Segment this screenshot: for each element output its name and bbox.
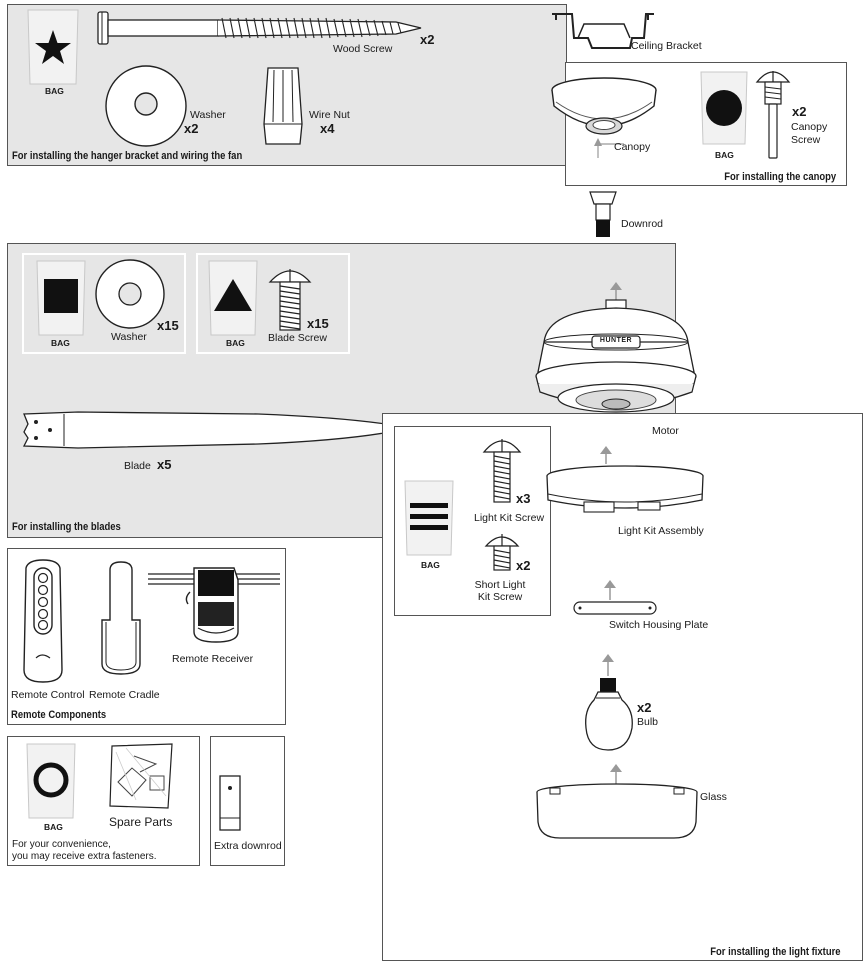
canopy-icon xyxy=(551,77,657,135)
canopy-bag-label: BAG xyxy=(715,150,734,160)
bag-label: BAG xyxy=(45,86,64,96)
blade-washer-qty: x15 xyxy=(157,318,179,333)
canopy-screw-qty: x2 xyxy=(792,104,807,119)
blade-washer-label: Washer xyxy=(111,331,147,343)
hanger-wiring-caption: For installing the hanger bracket and wi… xyxy=(12,150,243,162)
motor-brand-label: HUNTER xyxy=(599,337,633,344)
blades-bag-label-2: BAG xyxy=(226,338,245,348)
blade-screw-icon xyxy=(268,269,312,331)
remote-cradle-icon xyxy=(101,561,141,675)
canopy-caption: For installing the canopy xyxy=(724,171,836,183)
spare-bag-label: BAG xyxy=(44,822,63,832)
canopy-screw-icon xyxy=(755,71,791,159)
light-kit-screw-icon xyxy=(482,439,522,503)
light-kit-screw-label: Light Kit Screw xyxy=(474,512,545,524)
light-kit-screw-qty: x3 xyxy=(516,491,531,506)
ring-bag-icon xyxy=(26,743,76,819)
washer-icon xyxy=(105,65,187,147)
light-kit-assembly-label: Light Kit Assembly xyxy=(618,525,704,537)
blades-bag-label-1: BAG xyxy=(51,338,70,348)
light-kit-assembly-icon xyxy=(546,446,704,513)
blade-screw-group xyxy=(196,253,350,354)
blade-icon xyxy=(22,411,411,449)
blade-label: Blade xyxy=(124,460,151,472)
blade-screw-qty: x15 xyxy=(307,316,329,331)
wire-nut-icon xyxy=(263,67,303,145)
square-bag-icon xyxy=(36,260,86,336)
remote-receiver-label: Remote Receiver xyxy=(172,653,254,665)
remote-control-icon xyxy=(23,559,63,683)
wood-screw-icon xyxy=(97,11,422,45)
remote-cradle-label: Remote Cradle xyxy=(89,689,160,701)
spare-note-line-2: you may receive extra fasteners. xyxy=(12,851,157,862)
ceiling-bracket-icon xyxy=(552,13,654,49)
wood-screw-label: Wood Screw xyxy=(333,43,393,55)
canopy-screw-label-2: Screw xyxy=(791,134,821,146)
bulb-qty: x2 xyxy=(637,700,652,715)
short-light-kit-screw-icon xyxy=(484,534,520,571)
black-circle-bag-icon xyxy=(700,71,748,145)
wire-nut-qty: x4 xyxy=(320,121,335,136)
bulb-label: Bulb xyxy=(637,716,659,728)
switch-housing-plate-icon xyxy=(573,580,657,615)
glass-icon xyxy=(536,764,698,839)
blade-washer-icon xyxy=(95,259,165,329)
remote-components-caption: Remote Components xyxy=(11,709,107,721)
wire-nut-label: Wire Nut xyxy=(309,109,350,121)
short-light-kit-screw-label-2: Kit Screw xyxy=(477,591,523,603)
blade-screw-label: Blade Screw xyxy=(268,332,327,344)
canopy-label: Canopy xyxy=(614,141,651,153)
glass-label: Glass xyxy=(700,791,727,803)
spare-parts-bag-icon xyxy=(109,743,173,809)
motor-icon xyxy=(535,282,697,413)
triangle-bag-icon xyxy=(208,260,258,336)
short-light-kit-screw-qty: x2 xyxy=(516,558,531,573)
ceiling-bracket-label: Ceiling Bracket xyxy=(631,40,702,52)
spare-parts-label: Spare Parts xyxy=(109,815,173,829)
blade-qty: x5 xyxy=(157,457,172,472)
motor-label: Motor xyxy=(652,425,679,437)
star-bag-icon xyxy=(27,9,79,85)
bulb-icon xyxy=(585,654,633,751)
canopy-screw-label-1: Canopy xyxy=(791,121,828,133)
extra-downrod-label: Extra downrod xyxy=(214,840,282,852)
spare-note-line-1: For your convenience, xyxy=(12,839,111,850)
washer-label: Washer xyxy=(190,109,226,121)
downrod-label: Downrod xyxy=(621,218,664,230)
canopy-pointer-arrow xyxy=(594,138,624,158)
washer-qty: x2 xyxy=(184,121,199,136)
downrod-icon xyxy=(589,191,617,237)
extra-downrod-icon xyxy=(219,775,241,831)
short-light-kit-screw-label-1: Short Light xyxy=(474,579,526,591)
light-kit-bag-label: BAG xyxy=(421,560,440,570)
remote-control-label: Remote Control xyxy=(11,689,85,701)
washer-group xyxy=(22,253,186,354)
switch-housing-plate-label: Switch Housing Plate xyxy=(609,619,709,631)
bars-bag-icon xyxy=(404,480,454,556)
remote-receiver-icon xyxy=(148,567,280,643)
blades-caption: For installing the blades xyxy=(12,521,121,533)
wood-screw-qty: x2 xyxy=(420,32,435,47)
light-fixture-caption: For installing the light fixture xyxy=(710,946,841,958)
